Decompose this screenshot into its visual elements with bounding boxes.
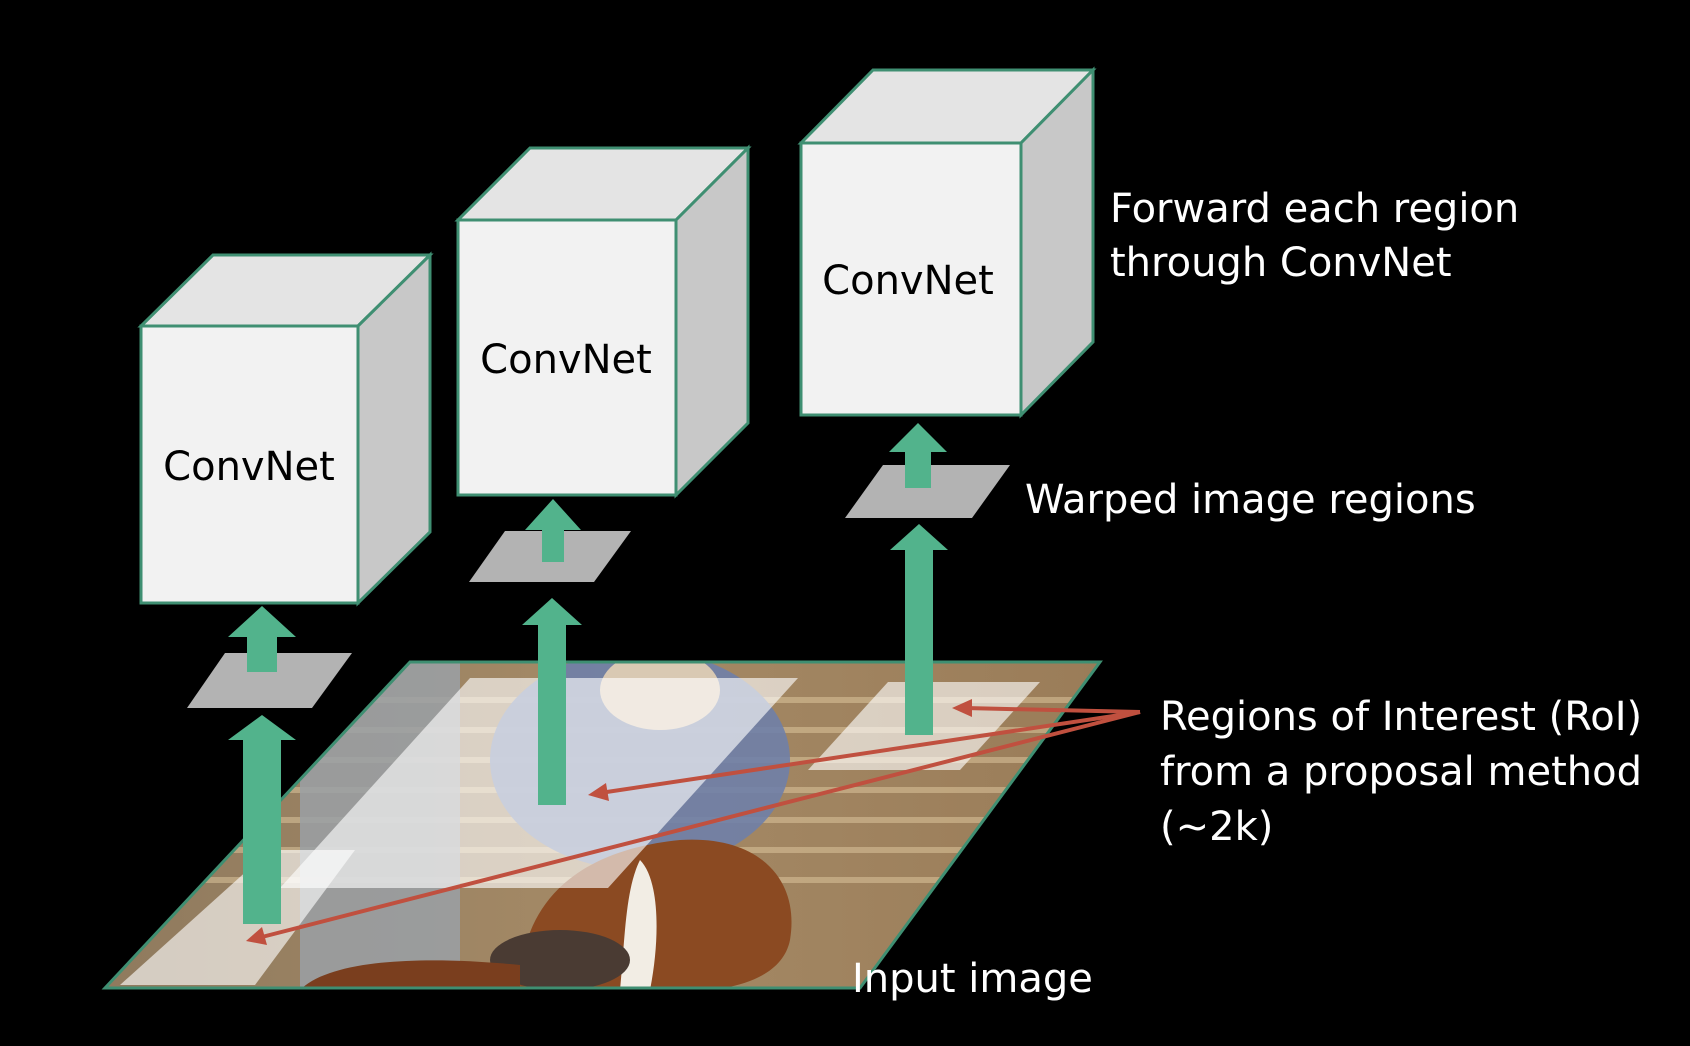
arrow-left-lower — [228, 715, 296, 924]
roi-text-line3: (~2k) — [1160, 804, 1273, 850]
warped-region-left — [187, 653, 352, 708]
roi-pointers — [246, 699, 1141, 945]
roi-text-line2: from a proposal method — [1160, 749, 1642, 795]
arrow-right-lower — [890, 524, 948, 735]
warped-regions-text: Warped image regions — [1025, 477, 1476, 523]
convnet-label-1: ConvNet — [163, 444, 335, 490]
convnet-label-2: ConvNet — [480, 337, 652, 383]
convnet-box-2: ConvNet — [454, 144, 752, 499]
convnet-box-1: ConvNet — [137, 251, 434, 607]
arrows — [228, 423, 948, 924]
forward-text-line1: Forward each region — [1110, 186, 1519, 232]
warped-region-right — [845, 465, 1010, 518]
arrow-middle-lower — [522, 598, 582, 805]
arrow-right-upper — [889, 423, 947, 488]
arrow-left-upper — [228, 606, 296, 672]
roi-text-line1: Regions of Interest (RoI) — [1160, 694, 1642, 740]
arrow-middle-upper — [525, 499, 581, 562]
convnet-box-3: ConvNet — [797, 66, 1097, 419]
input-image-text: Input image — [852, 956, 1093, 1002]
convnet-label-3: ConvNet — [822, 258, 994, 304]
forward-text-line2: through ConvNet — [1110, 240, 1452, 286]
